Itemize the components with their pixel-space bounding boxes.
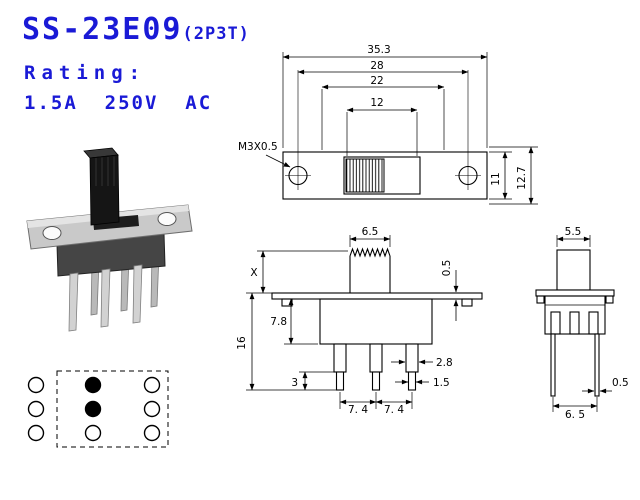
pin-circuit-diagram — [27, 370, 169, 448]
dim-pin-pitch-2: 7. 4 — [384, 404, 404, 416]
dim-knob-depth: 5.5 — [565, 226, 582, 238]
pin-dots — [27, 376, 161, 442]
pin-dot-open — [143, 376, 161, 394]
bracket-hole-right — [157, 212, 177, 226]
model-variant: (2P3T) — [182, 24, 250, 44]
switch-knob — [83, 147, 120, 226]
pin-dot-open — [143, 400, 161, 418]
rating-label: Rating: — [24, 62, 147, 84]
centerlines — [285, 70, 481, 190]
dim-pin-pitch-1: 7. 4 — [348, 404, 368, 416]
dim-knob-height-x: X — [250, 267, 257, 279]
bracket-tab-left — [281, 298, 293, 307]
extension-lines — [282, 52, 538, 205]
product-photo — [26, 147, 193, 332]
model-number: SS-23E09 — [22, 12, 183, 47]
dim-row-spacing: 6. 5 — [565, 409, 585, 421]
bracket-tab-left — [536, 295, 545, 304]
bracket-plate-edge — [535, 289, 615, 297]
bracket-tab-right — [461, 298, 473, 307]
dimension-lines — [552, 236, 612, 409]
pin-dot-filled — [84, 376, 102, 394]
dimension-lines — [249, 236, 459, 405]
dimension-lines — [265, 54, 534, 205]
dim-body-height: 7.8 — [270, 316, 287, 328]
rating-value: 1.5A 250V AC — [24, 92, 213, 114]
dim-slot-width: 12 — [370, 97, 383, 109]
pin-dot-filled — [84, 400, 102, 418]
top-view-drawing: 35.3 28 22 12 M3X0.5 11 12.7 — [238, 44, 538, 205]
terminal-pins — [333, 343, 419, 391]
dim-plate-thickness: 0.5 — [441, 260, 453, 277]
switch-front-pins — [68, 264, 143, 332]
dim-travel-width: 22 — [370, 75, 383, 87]
label-thread-spec: M3X0.5 — [238, 141, 278, 153]
pin-dot-open — [27, 400, 45, 418]
plate-outline — [282, 151, 488, 200]
dim-overall-width: 35.3 — [367, 44, 390, 56]
dim-pin-length: 3 — [291, 377, 298, 389]
side-pins — [550, 333, 600, 397]
pin-dot-open — [84, 424, 102, 442]
dim-overall-height: 12.7 — [516, 166, 528, 189]
slot-opening — [343, 156, 421, 195]
pin-dot-open — [27, 424, 45, 442]
dim-plate-height: 11 — [490, 172, 502, 185]
knob-side-outline — [556, 249, 591, 291]
page-title: SS-23E09(2P3T) — [22, 12, 250, 47]
side-view-drawing: 5.5 0.5 6. 5 — [535, 226, 629, 421]
body-side-outline — [544, 295, 606, 335]
knob-serrated-top — [349, 247, 391, 258]
bracket-hole-left — [42, 226, 62, 240]
contact-slots — [550, 311, 599, 335]
dim-pin-width: 2.8 — [436, 357, 453, 369]
pin-dot-open — [143, 424, 161, 442]
pin-dot-open — [27, 376, 45, 394]
dim-pin-thickness: 0.5 — [612, 377, 629, 389]
bracket-plate-edge — [271, 292, 483, 300]
dim-pin-tip-width: 1.5 — [433, 377, 450, 389]
slider-knob-hatched — [345, 158, 385, 193]
dim-knob-width: 6.5 — [362, 226, 379, 238]
position-indicator-box — [56, 370, 169, 448]
dim-hole-spacing: 28 — [370, 60, 383, 72]
front-view-drawing: 6.5 X 7.8 16 3 7. 4 7. 4 2.8 1.5 0.5 — [236, 226, 483, 416]
bracket-tab-right — [605, 295, 614, 304]
dim-total-height: 16 — [236, 336, 248, 350]
switch-body-outline — [319, 298, 433, 345]
